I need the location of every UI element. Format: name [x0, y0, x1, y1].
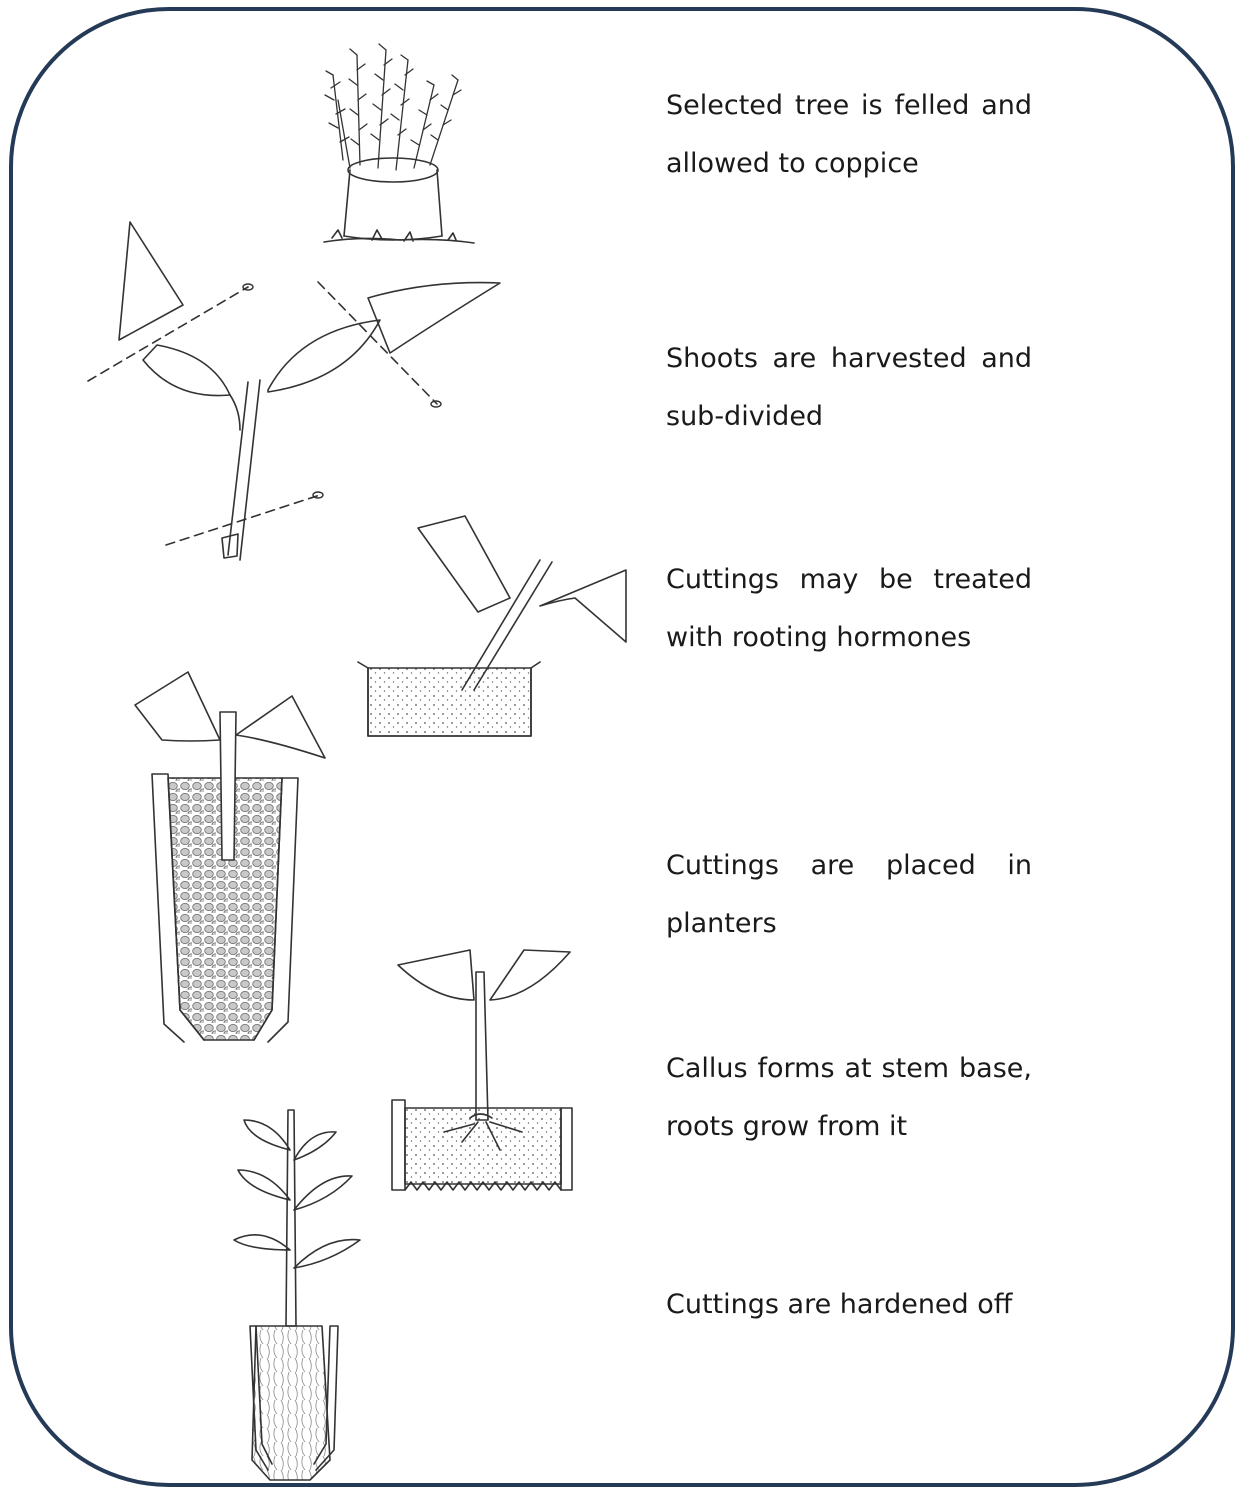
- planter-tube-illustration: [135, 672, 325, 1042]
- shoot-with-cut-lines-illustration: [88, 222, 500, 560]
- callus-root-illustration: [392, 950, 572, 1190]
- hardened-seedling-illustration: [234, 1110, 360, 1480]
- coppiced-stump-illustration: [324, 44, 474, 243]
- hormone-tray-illustration: [358, 516, 626, 736]
